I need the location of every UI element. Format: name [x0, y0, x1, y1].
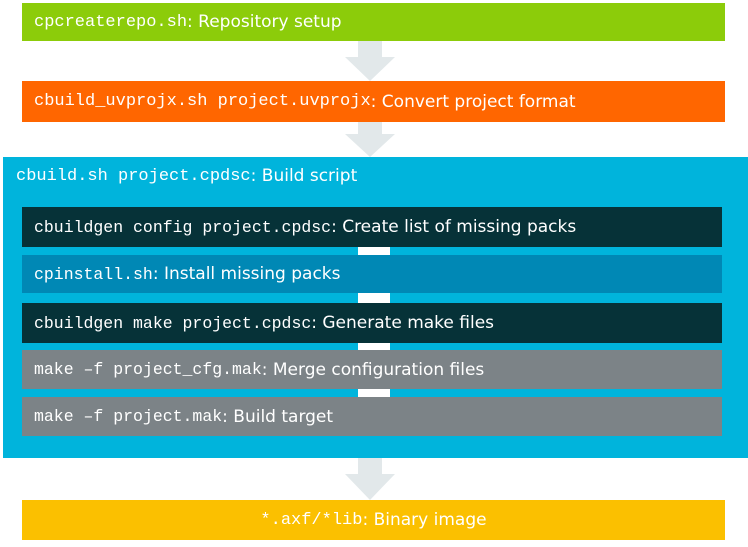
connector-3-4 [358, 343, 390, 350]
sub5-separator: : [222, 406, 228, 427]
sub2-command: cpinstall.sh [34, 264, 153, 284]
step4-separator: : [362, 510, 369, 530]
substep-install-missing-packs: cpinstall.sh: Install missing packs [22, 255, 722, 293]
sub2-separator: : [152, 264, 159, 284]
substep-build-target: make –f project.mak: Build target [22, 397, 722, 436]
step1-command: cpcreaterepo.sh [34, 12, 188, 32]
step2-command: cbuild_uvprojx.sh project.uvprojx [34, 92, 371, 111]
step2-label: Convert project format [376, 91, 576, 112]
build-script-header: cbuild.sh project.cpdsc: Build script [16, 166, 357, 186]
substep-create-missing-packs-list: cbuildgen config project.cpdsc: Create l… [22, 207, 722, 247]
step4-label: Binary image [368, 510, 487, 530]
connector-1-2 [358, 247, 390, 255]
step3-separator: : [250, 166, 257, 186]
sub4-separator: : [261, 359, 268, 380]
arrow-step2-to-step3 [345, 122, 395, 157]
sub1-command: cbuildgen config project.cpdsc [34, 217, 332, 237]
substep-merge-configuration-files: make –f project_cfg.mak: Merge configura… [22, 350, 722, 389]
step3-label: Build script [256, 166, 358, 186]
sub4-label: Merge configuration files [267, 359, 485, 380]
step-repository-setup: cpcreaterepo.sh: Repository setup [22, 3, 725, 41]
arrow-step1-to-step2 [345, 41, 395, 81]
sub1-separator: : [331, 217, 337, 237]
step-binary-image: *.axf/*lib: Binary image [22, 500, 725, 540]
sub3-label: Generate make files [316, 313, 495, 333]
step-convert-project-format: cbuild_uvprojx.sh project.uvprojx: Conve… [22, 81, 725, 122]
step3-command: cbuild.sh project.cpdsc [16, 166, 251, 186]
sub5-label: Build target [227, 406, 334, 427]
substep-generate-make-files: cbuildgen make project.cpdsc: Generate m… [22, 303, 722, 343]
sub3-separator: : [311, 313, 317, 333]
sub3-command: cbuildgen make project.cpdsc [34, 313, 312, 333]
step1-label: Repository setup [192, 12, 342, 32]
connector-2-3 [358, 293, 390, 303]
step4-command: *.axf/*lib [260, 510, 363, 530]
sub4-command: make –f project_cfg.mak [34, 360, 262, 379]
sub2-label: Install missing packs [158, 264, 341, 284]
sub1-label: Create list of missing packs [336, 217, 577, 237]
step1-separator: : [187, 12, 193, 32]
arrow-step3-to-step4 [345, 458, 395, 500]
connector-4-5 [358, 389, 390, 397]
step2-separator: : [370, 91, 377, 112]
sub5-command: make –f project.mak [34, 407, 223, 426]
